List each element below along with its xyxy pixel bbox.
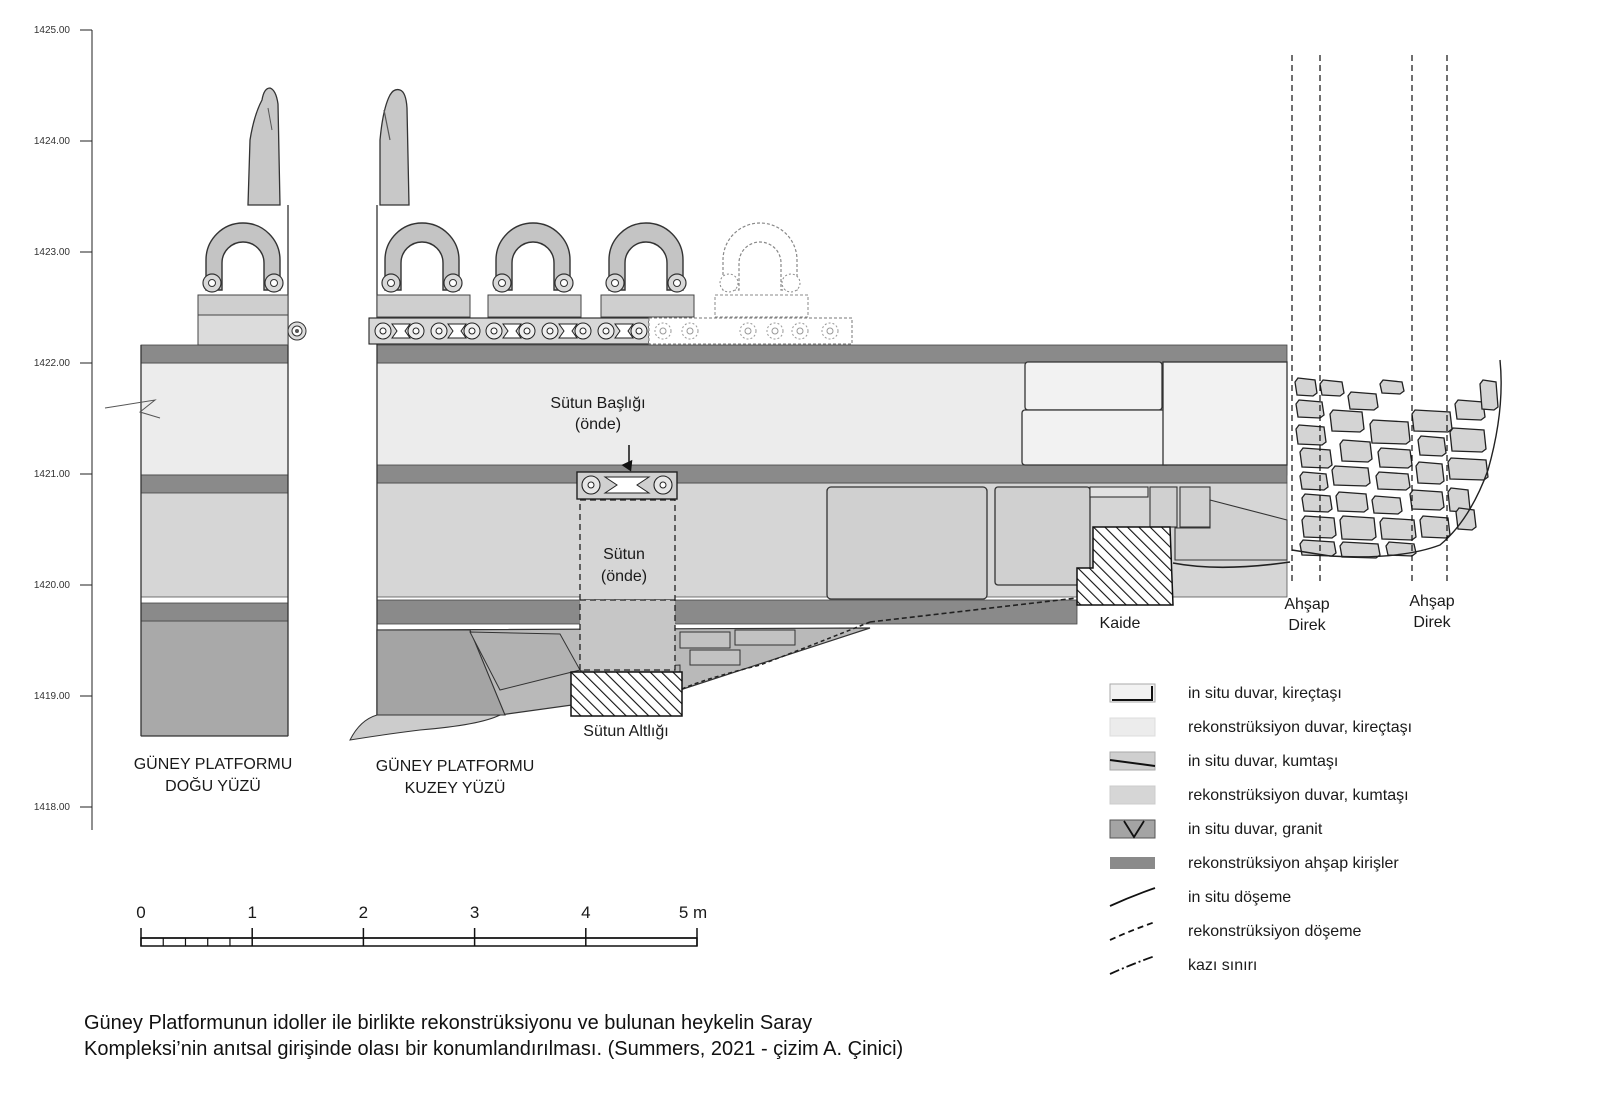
label-post-1b: Direk	[1288, 617, 1326, 634]
label-post-2a: Ahşap	[1409, 593, 1454, 610]
scale-label: 5 m	[679, 903, 707, 922]
elevation-label: 1419.00	[34, 691, 71, 702]
legend-swatch-recon-sandstone	[1109, 785, 1156, 805]
elevation-label: 1422.00	[34, 358, 71, 369]
caption-line-2: Kompleksi’nin anıtsal girişinde olası bi…	[84, 1038, 904, 1060]
scale-label: 2	[359, 903, 368, 922]
label-north-face-2: KUZEY YÜZÜ	[405, 779, 506, 797]
legend: in situ duvar, kireçtaşı rekonstrüksiyon …	[1109, 683, 1412, 975]
label-column-capital-2: (önde)	[575, 416, 621, 433]
column-base	[570, 671, 683, 717]
label-column-capital-1: Sütun Başlığı	[550, 395, 645, 412]
label-east-face-2: DOĞU YÜZÜ	[165, 776, 261, 795]
legend-label: in situ duvar, granit	[1188, 821, 1323, 838]
platform-north-face	[349, 88, 1291, 741]
elevation-axis: 1425.00 1424.00 1423.00 1422.00 1421.00 1420.…	[34, 25, 93, 830]
label-column-1: Sütun	[603, 546, 645, 563]
statue-icon	[379, 88, 410, 206]
elevation-label: 1423.00	[34, 247, 71, 258]
label-pedestal: Kaide	[1100, 615, 1141, 632]
elevation-label: 1420.00	[34, 580, 71, 591]
legend-swatch-recon-floor	[1109, 921, 1156, 941]
legend-label: in situ döşeme	[1188, 889, 1291, 906]
legend-label: rekonstrüksiyon ahşap kirişler	[1188, 855, 1399, 872]
elevation-label: 1425.00	[34, 25, 71, 36]
beam	[376, 464, 1288, 484]
scale-label: 0	[136, 903, 145, 922]
label-column-base: Sütun Altlığı	[583, 723, 668, 740]
legend-swatch-insitu-limestone	[1109, 683, 1156, 703]
elevation-label: 1421.00	[34, 469, 71, 480]
rosette-icon	[287, 321, 307, 341]
idol-reconstruction-icon	[719, 222, 801, 293]
statue-icon	[247, 87, 281, 206]
legend-swatch-insitu-floor	[1109, 887, 1156, 907]
legend-swatch-recon-limestone	[1109, 717, 1156, 737]
idol-horns-icon	[381, 222, 463, 293]
legend-label: rekonstrüksiyon döşeme	[1188, 923, 1362, 940]
caption-line-1: Güney Platformunun idoller ile birlikte …	[84, 1012, 813, 1034]
legend-swatch-recon-beams	[1110, 857, 1155, 869]
legend-label: kazı sınırı	[1188, 957, 1257, 974]
beam	[376, 344, 1288, 364]
idol-horns-icon	[605, 222, 687, 293]
idol-horns-icon	[202, 222, 284, 293]
beam	[140, 602, 289, 622]
scale-bar: 0 1 2 3 4 5 m	[136, 903, 707, 947]
legend-swatch-excavation-limit	[1109, 955, 1156, 975]
label-column-2: (önde)	[601, 568, 647, 585]
beam	[140, 474, 289, 494]
scale-label: 4	[581, 903, 590, 922]
legend-label: rekonstrüksiyon duvar, kireçtaşı	[1188, 719, 1412, 736]
elevation-label: 1418.00	[34, 802, 71, 813]
beam	[376, 599, 1078, 625]
beam	[140, 344, 289, 364]
label-post-2b: Direk	[1413, 614, 1451, 631]
drawing-labels: Sütun Başlığı (önde) Sütun (önde) Sütun …	[134, 395, 1455, 797]
scale-label: 3	[470, 903, 479, 922]
pedestal	[1076, 526, 1174, 606]
legend-label: in situ duvar, kumtaşı	[1188, 753, 1338, 770]
legend-label: rekonstrüksiyon duvar, kumtaşı	[1188, 787, 1409, 804]
label-post-1a: Ahşap	[1284, 596, 1329, 613]
legend-swatch-insitu-granite	[1109, 819, 1156, 839]
scale-label: 1	[247, 903, 256, 922]
rubble-wall	[1291, 359, 1502, 559]
column-capital	[576, 471, 678, 500]
column-front	[579, 499, 676, 601]
figure-caption: Güney Platformunun idoller ile birlikte …	[84, 1010, 1084, 1062]
decorated-frieze	[368, 317, 853, 345]
label-north-face-1: GÜNEY PLATFORMU	[376, 757, 535, 775]
platform-east-face	[104, 87, 307, 737]
legend-swatch-insitu-sandstone	[1109, 751, 1156, 771]
wooden-posts	[1291, 55, 1448, 585]
idol-horns-icon	[492, 222, 574, 293]
legend-label: in situ duvar, kireçtaşı	[1188, 685, 1342, 702]
elevation-label: 1424.00	[34, 136, 71, 147]
label-east-face-1: GÜNEY PLATFORMU	[134, 755, 293, 773]
